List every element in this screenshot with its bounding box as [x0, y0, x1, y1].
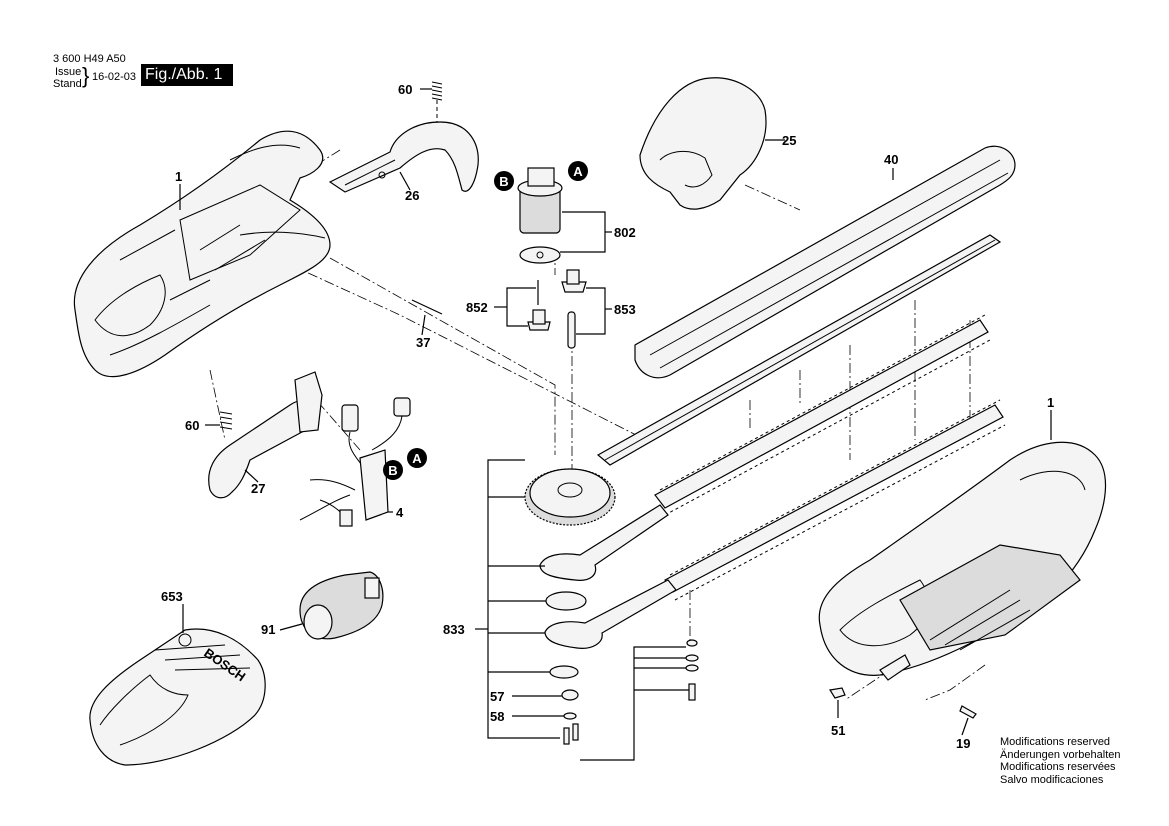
- part-label-91: 91: [261, 622, 275, 637]
- part-label-653: 653: [161, 589, 183, 604]
- housing-half-right: [818, 441, 1107, 681]
- part-label-60-lower: 60: [185, 418, 199, 433]
- figure-label: Fig./Abb. 1: [141, 64, 233, 86]
- issue-label: Issue: [55, 66, 82, 78]
- eccentric-stack: [549, 665, 579, 745]
- leader-lines: [179, 88, 1052, 761]
- part-label-26: 26: [405, 188, 419, 203]
- connector-a-wiring: A: [407, 448, 427, 468]
- clip: [829, 687, 846, 699]
- part-label-4: 4: [396, 505, 404, 520]
- part-label-57: 57: [490, 689, 504, 704]
- front-handle: [208, 371, 323, 499]
- connector-a-motor: A: [568, 161, 588, 181]
- note-fr: Modifications reservées: [1000, 761, 1116, 773]
- drive-gear: [524, 468, 616, 526]
- part-label-852: 852: [466, 300, 488, 315]
- part-label-58: 58: [490, 709, 504, 724]
- part-label-19: 19: [956, 736, 970, 751]
- brace: }: [82, 63, 90, 88]
- wiring-harness: [299, 397, 411, 527]
- note-es: Salvo modificaciones: [1000, 773, 1104, 786]
- spring-top: [431, 81, 443, 122]
- blade-lower: [544, 399, 1006, 649]
- part-label-51: 51: [831, 723, 845, 738]
- note-de: Änderungen vorbehalten: [1000, 748, 1121, 761]
- document-number: 3 600 H49 A50: [53, 53, 126, 65]
- screw: [959, 705, 977, 719]
- trigger-switch: [328, 121, 479, 193]
- scabbard: [634, 145, 1016, 379]
- part-label-853: 853: [614, 302, 636, 317]
- blade-guard: [639, 77, 767, 210]
- blade-upper: [539, 314, 991, 581]
- part-label-27: 27: [251, 481, 265, 496]
- connector-b-motor: B: [494, 171, 514, 191]
- part-label-802: 802: [614, 225, 636, 240]
- part-label-40: 40: [884, 152, 898, 167]
- svg-text:B: B: [388, 463, 397, 478]
- note-en: Modifications reserved: [1000, 736, 1111, 748]
- blade-guide-rail: [596, 234, 1002, 466]
- battery-pack: [299, 571, 384, 640]
- motor: [517, 167, 563, 264]
- connector-b-wiring: B: [383, 460, 403, 480]
- svg-text:B: B: [499, 174, 508, 189]
- pinion-parts: [527, 269, 587, 349]
- charger: [89, 628, 266, 766]
- spring-lower: [219, 411, 233, 430]
- modifications-note: Modifications reserved Änderungen vorbeh…: [1000, 736, 1120, 786]
- stand-label: Stand: [53, 78, 82, 90]
- part-label-60-top: 60: [398, 82, 412, 97]
- part-label-25: 25: [782, 133, 796, 148]
- housing-half-left: [73, 130, 331, 378]
- spacer-disk: [545, 591, 587, 611]
- part-label-1-left: 1: [175, 169, 182, 184]
- svg-text:A: A: [412, 451, 422, 466]
- part-label-1-right: 1: [1047, 395, 1054, 410]
- svg-text:A: A: [573, 164, 583, 179]
- issue-date: 16-02-03: [92, 71, 137, 83]
- part-label-833: 833: [443, 622, 465, 637]
- part-label-37: 37: [416, 335, 430, 350]
- fastener-stack: [685, 639, 699, 701]
